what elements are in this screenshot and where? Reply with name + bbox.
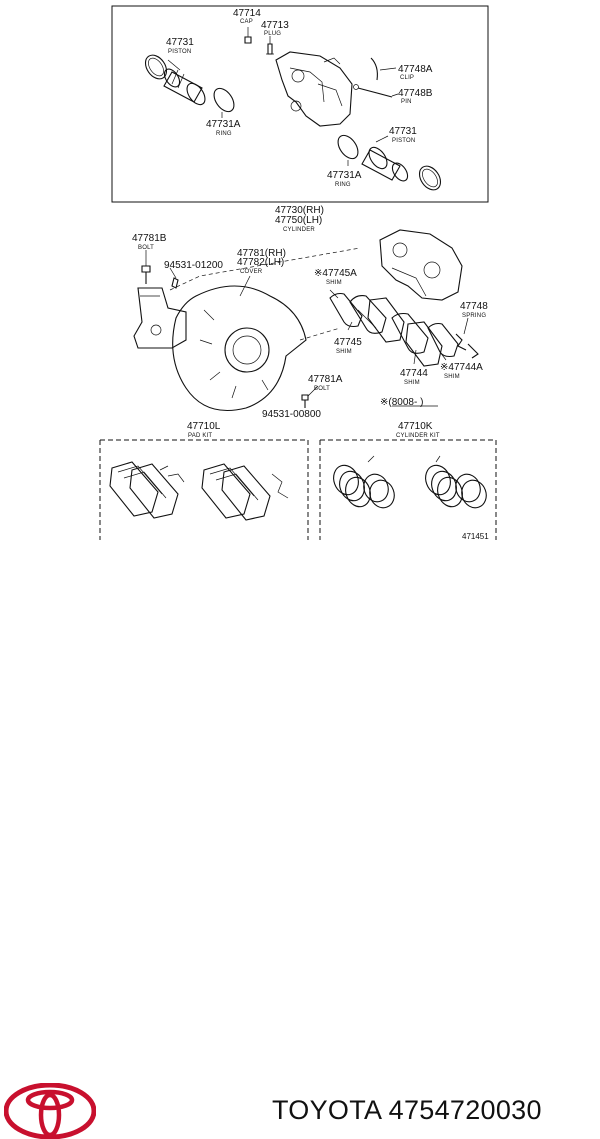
plug-caption: PLUG: [264, 31, 281, 37]
bolt-a-caption: BOLT: [138, 245, 154, 251]
cap-part: [244, 36, 252, 44]
top-leader-lines: [167, 27, 399, 166]
spring-part: [455, 333, 479, 359]
dust-cover-part: [172, 285, 307, 412]
clip-part: [370, 57, 378, 81]
cylinder-lh-number: 47750(LH): [275, 215, 322, 226]
bolt-b-std-number: 94531-00800: [262, 409, 321, 420]
cover-rh-number: 47781(RH): [237, 248, 286, 259]
shim-c-number: 47744: [400, 368, 428, 379]
cap-caption: CAP: [240, 19, 253, 25]
cylinder-kit-frame: [320, 439, 497, 540]
assembly-dashed-line: [169, 247, 361, 291]
shim-c-caption: SHIM: [404, 380, 420, 386]
pin-number: 47748B: [398, 88, 433, 99]
cover-bolt-c-part: [301, 394, 309, 408]
cylinder-kit-number: 47710K: [398, 421, 433, 432]
seal-ring-left-part: [213, 87, 235, 113]
piston-left-part: [163, 68, 206, 106]
cover-caption: COVER: [240, 269, 263, 275]
shim-a-caption: SHIM: [326, 280, 342, 286]
shim-b-number: 47745: [334, 337, 362, 348]
steering-knuckle-part: [133, 287, 187, 349]
shim-d-caption: SHIM: [444, 374, 460, 380]
spring-number: 47748: [460, 301, 488, 312]
boot-ring-right-part: [418, 165, 442, 191]
cylinder-rh-number: 47730(RH): [275, 205, 324, 216]
reference-number: 471451: [462, 532, 489, 540]
pad-kit-frame: [100, 439, 309, 540]
ring-a-caption: RING: [216, 131, 232, 137]
cylinder-kit-caption: CYLINDER KIT: [396, 433, 440, 439]
pad-kit-caption: PAD KIT: [188, 433, 212, 439]
shim-outer-a-part: [329, 292, 363, 328]
bolt-b-number: 47781A: [308, 374, 343, 385]
cylinder-group-frame: [111, 5, 489, 203]
seal-ring-right-part: [337, 134, 359, 160]
cylinder-caption: CYLINDER: [283, 227, 315, 233]
ring-b-caption: RING: [335, 182, 351, 188]
shim-inner-c-part: [391, 312, 429, 354]
parts-diagram: 47714 CAP 47713 PLUG 47731 PISTON 47731A…: [99, 5, 497, 540]
piston-right-part: [361, 146, 409, 182]
pad-outer-part: [367, 297, 405, 343]
piston-b-number: 47731: [389, 126, 417, 137]
pin-part: [353, 84, 393, 98]
cylinder-kit-seals-b-part: [425, 455, 487, 509]
ring-a-number: 47731A: [206, 119, 241, 130]
pin-caption: PIN: [401, 99, 412, 105]
ring-b-number: 47731A: [327, 170, 362, 181]
shim-d-number: ※47744A: [440, 362, 483, 373]
piston-a-number: 47731: [166, 37, 194, 48]
caliper-body-part: [275, 51, 353, 127]
plug-part: [266, 43, 274, 55]
pad-kit-set-b-part: [201, 463, 289, 521]
pad-kit-set-a-part: [109, 461, 185, 519]
cover-lh-number: 47782(LH): [237, 257, 284, 268]
cover-bolt-a-part: [141, 265, 151, 284]
clip-number: 47748A: [398, 64, 433, 75]
spring-caption: SPRING: [462, 313, 486, 319]
pad-inner-part: [405, 321, 443, 367]
cylinder-kit-seals-a-part: [333, 455, 395, 509]
bolt-a-number: 47781B: [132, 233, 167, 244]
bolt-std-number: 94531-01200: [164, 260, 223, 271]
piston-ring-left-part: [144, 54, 168, 80]
brand-part-number: TOYOTA 4754720030: [272, 1095, 542, 1125]
shim-inner-d-part: [427, 322, 459, 358]
caliper-assembly-part: [379, 229, 463, 301]
bolt-b-caption: BOLT: [314, 386, 330, 392]
cap-number: 47714: [233, 8, 261, 19]
footer: TOYOTA 4754720030: [0, 540, 600, 1139]
lower-leader-lines: [145, 250, 469, 397]
pad-kit-number: 47710L: [187, 421, 221, 432]
cover-bolt-b-part: [171, 277, 179, 289]
date-note: ※(8008- ): [380, 397, 423, 408]
shim-b-caption: SHIM: [336, 349, 352, 355]
shim-a-number: ※47745A: [314, 268, 357, 279]
piston-b-caption: PISTON: [392, 138, 415, 144]
toyota-logo-icon: [4, 1083, 96, 1139]
plug-number: 47713: [261, 20, 289, 31]
piston-a-caption: PISTON: [168, 49, 191, 55]
clip-caption: CLIP: [400, 75, 414, 81]
